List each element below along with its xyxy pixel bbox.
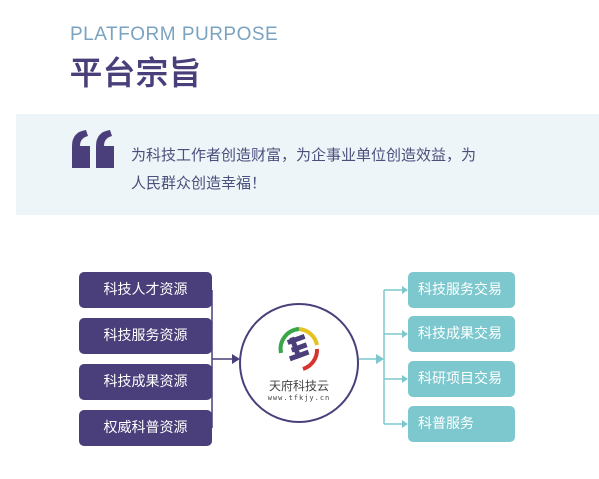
section-title: 平台宗旨	[70, 54, 203, 92]
platform-logo-icon	[278, 327, 319, 371]
quote-line-2: 人民群众创造幸福！	[131, 174, 267, 192]
service-arrow-head-1	[402, 286, 408, 294]
quote-line-1: 为科技工作者创造财富，为企事业单位创造效益，为	[131, 146, 477, 164]
platform-url: www.tfkjy.cn	[267, 394, 331, 402]
platform-hub: 天府科技云 www.tfkjy.cn	[239, 303, 359, 423]
service-arrow-head-4	[402, 420, 408, 428]
service-box-achievement: 科技成果交易	[408, 316, 515, 352]
quote-icon	[72, 130, 114, 168]
service-box-research-project: 科研项目交易	[408, 361, 515, 397]
platform-name: 天府科技云	[268, 379, 329, 393]
service-arrow-head-3	[402, 375, 408, 383]
resource-box-achievement: 科技成果资源	[79, 364, 212, 400]
left-bracket	[211, 290, 232, 428]
resource-box-talent: 科技人才资源	[79, 272, 212, 308]
service-box-tech-service: 科技服务交易	[408, 272, 515, 308]
left-arrow-head	[232, 354, 240, 364]
section-subtitle-en: PLATFORM PURPOSE	[70, 24, 279, 45]
right-arrow-head	[376, 354, 384, 364]
quote-text: 为科技工作者创造财富，为企事业单位创造效益，为 人民群众创造幸福！	[131, 141, 571, 197]
service-arrow-head-2	[402, 330, 408, 338]
resource-box-service: 科技服务资源	[79, 318, 212, 354]
right-bracket	[359, 289, 402, 425]
resource-box-science-popularization: 权威科普资源	[79, 410, 212, 446]
service-box-science-popularization: 科普服务	[408, 406, 515, 442]
